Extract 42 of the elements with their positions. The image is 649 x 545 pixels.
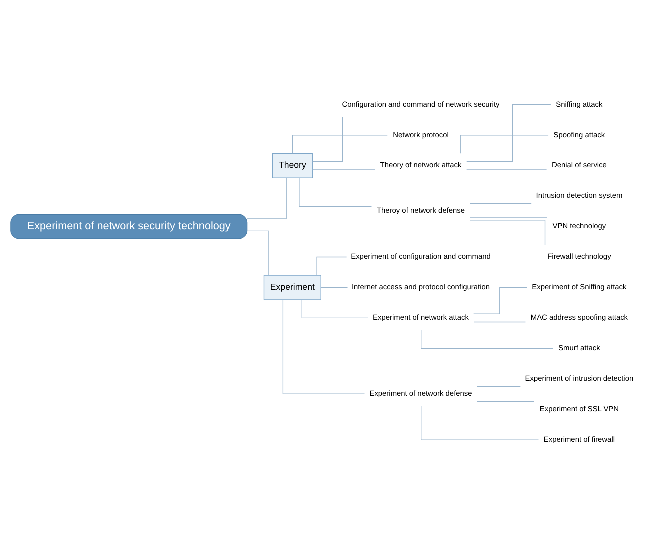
connector xyxy=(466,104,552,162)
connector xyxy=(474,287,528,314)
node-text: Experiment of intrusion detection xyxy=(525,374,634,384)
connector xyxy=(470,217,548,218)
node-text: Smurf attack xyxy=(558,344,600,353)
node-text: Experiment of network attack xyxy=(373,313,469,322)
node-text: Intrusion detection system xyxy=(536,191,623,200)
connector xyxy=(460,135,549,154)
connector xyxy=(470,220,546,246)
connector xyxy=(299,178,372,208)
node-text: MAC address spoofing attack xyxy=(530,313,628,322)
connector xyxy=(302,300,368,319)
node-text: Network protocol xyxy=(393,130,449,140)
node-text: Firewall technology xyxy=(548,252,612,262)
node-text: Experiment of firewall xyxy=(544,435,616,444)
connector xyxy=(421,330,554,350)
connector xyxy=(470,203,532,204)
node-text: Experiment of network defense xyxy=(370,388,472,398)
connector xyxy=(474,322,526,323)
node-text: Theroy of network defense xyxy=(376,206,466,216)
connector xyxy=(282,300,366,394)
node-text: Theory of network attack xyxy=(380,160,462,170)
node-text: Denial of service xyxy=(552,160,607,170)
node-text: Experiment of SSL VPN xyxy=(540,404,620,414)
connector xyxy=(421,406,540,440)
connector xyxy=(320,287,348,288)
node-text: Configuration and command of network security xyxy=(342,100,500,109)
connector xyxy=(312,116,344,162)
node-text: Spoofing attack xyxy=(554,130,606,140)
node-text: Internet access and protocol configuration xyxy=(352,282,490,292)
node-text: Experiment of configuration and command xyxy=(351,252,491,262)
connector xyxy=(292,135,388,154)
node-box: Theory xyxy=(272,153,313,178)
connector xyxy=(247,230,270,276)
connector xyxy=(247,178,287,220)
connector xyxy=(476,386,521,387)
node-text: VPN technology xyxy=(552,222,606,231)
node-box: Experiment xyxy=(264,275,322,300)
node-box: Experiment of network security technology xyxy=(10,214,248,240)
connector xyxy=(316,256,348,276)
node-text: Experiment of Sniffing attack xyxy=(532,282,627,292)
node-text: Sniffing attack xyxy=(556,100,603,109)
